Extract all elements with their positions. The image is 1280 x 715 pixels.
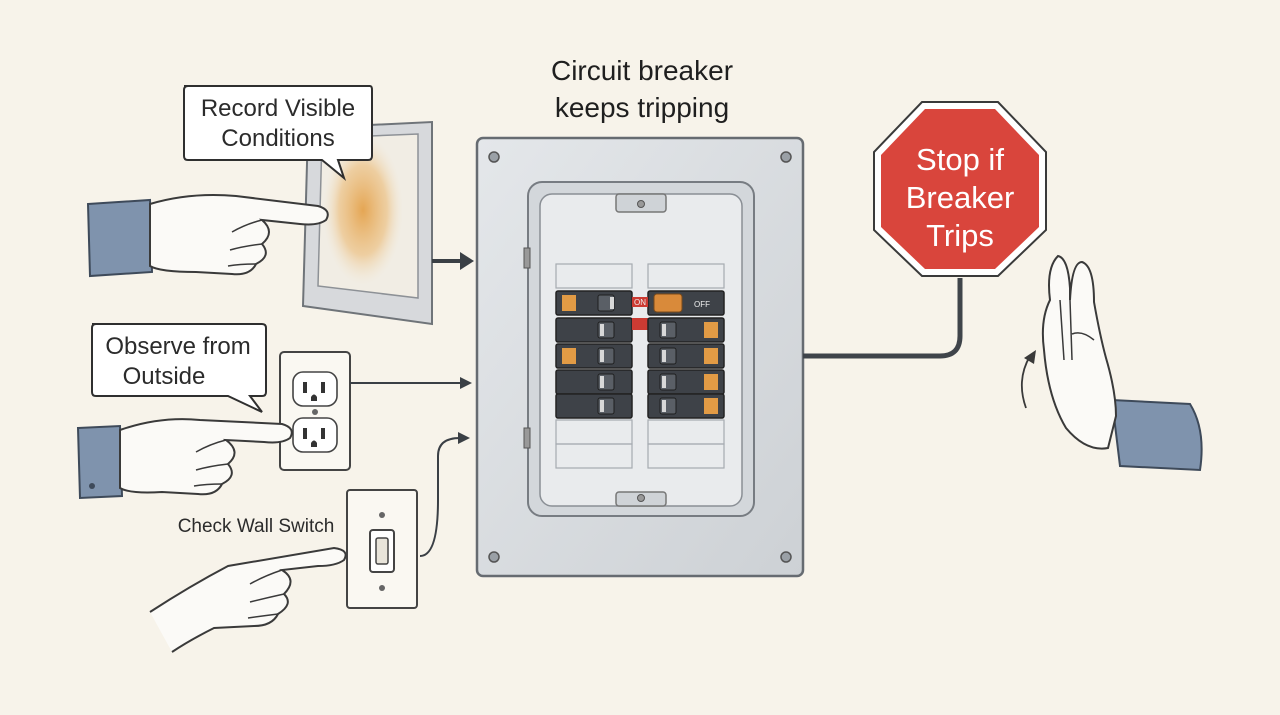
breaker-right-5 — [647, 393, 725, 419]
callout-observe-outside: Observe from Outside — [91, 323, 267, 413]
stop-sign-line-3: Trips — [926, 218, 994, 253]
panel-screws — [488, 151, 792, 563]
breaker-right-4 — [647, 369, 725, 395]
stop-sign-line-2: Breaker — [906, 180, 1015, 215]
callout-observe-line-1: Observe from — [105, 333, 250, 360]
stop-sign-line-1: Stop if — [916, 142, 1004, 177]
arrow-plate-to-panel — [432, 252, 474, 270]
breaker-left-1 — [555, 290, 633, 316]
breaker-tripped: OFF — [647, 290, 725, 316]
check-wall-switch-label: Check Wall Switch — [178, 516, 335, 537]
pointing-hand-icon — [149, 546, 347, 653]
callout-record-line-2: Conditions — [221, 125, 334, 152]
breaker-column-right: OFF ON — [632, 290, 725, 419]
breaker-left-4 — [555, 369, 633, 395]
breaker-off-label: OFF — [694, 300, 710, 309]
breaker-left-5 — [555, 393, 633, 419]
stop-sign-icon: Stop if Breaker Trips — [873, 101, 1047, 277]
callout-record-line-1: Record Visible — [201, 95, 355, 122]
breaker-on-label: ON — [634, 298, 646, 307]
outlet-icon — [279, 351, 351, 471]
motion-line — [1020, 355, 1031, 409]
diagram-title: Circuit breaker keeps tripping — [551, 55, 733, 123]
breaker-right-3 — [647, 343, 725, 369]
breaker-left-2 — [555, 317, 633, 343]
tripped-indicator — [632, 297, 648, 307]
title-line-1: Circuit breaker — [551, 55, 733, 86]
conduit-line — [803, 278, 963, 359]
pointing-hand-icon — [76, 418, 293, 500]
arrow-switch-to-panel — [419, 432, 470, 557]
breaker-panel-icon: OFF ON — [475, 136, 805, 578]
raised-hand-icon — [1020, 254, 1203, 472]
callout-observe-line-2: Outside — [123, 363, 206, 390]
tripped-indicator-lower — [632, 318, 648, 330]
pointing-hand-icon — [86, 194, 329, 278]
breaker-right-2 — [647, 317, 725, 343]
breaker-column-left — [555, 290, 633, 419]
breaker-slots — [555, 263, 725, 469]
breaker-left-3 — [555, 343, 633, 369]
light-switch-icon — [346, 489, 418, 609]
arrow-outlet-to-panel — [350, 377, 472, 389]
callout-record-conditions: Record Visible Conditions — [183, 85, 373, 181]
title-line-2: keeps tripping — [555, 92, 729, 123]
